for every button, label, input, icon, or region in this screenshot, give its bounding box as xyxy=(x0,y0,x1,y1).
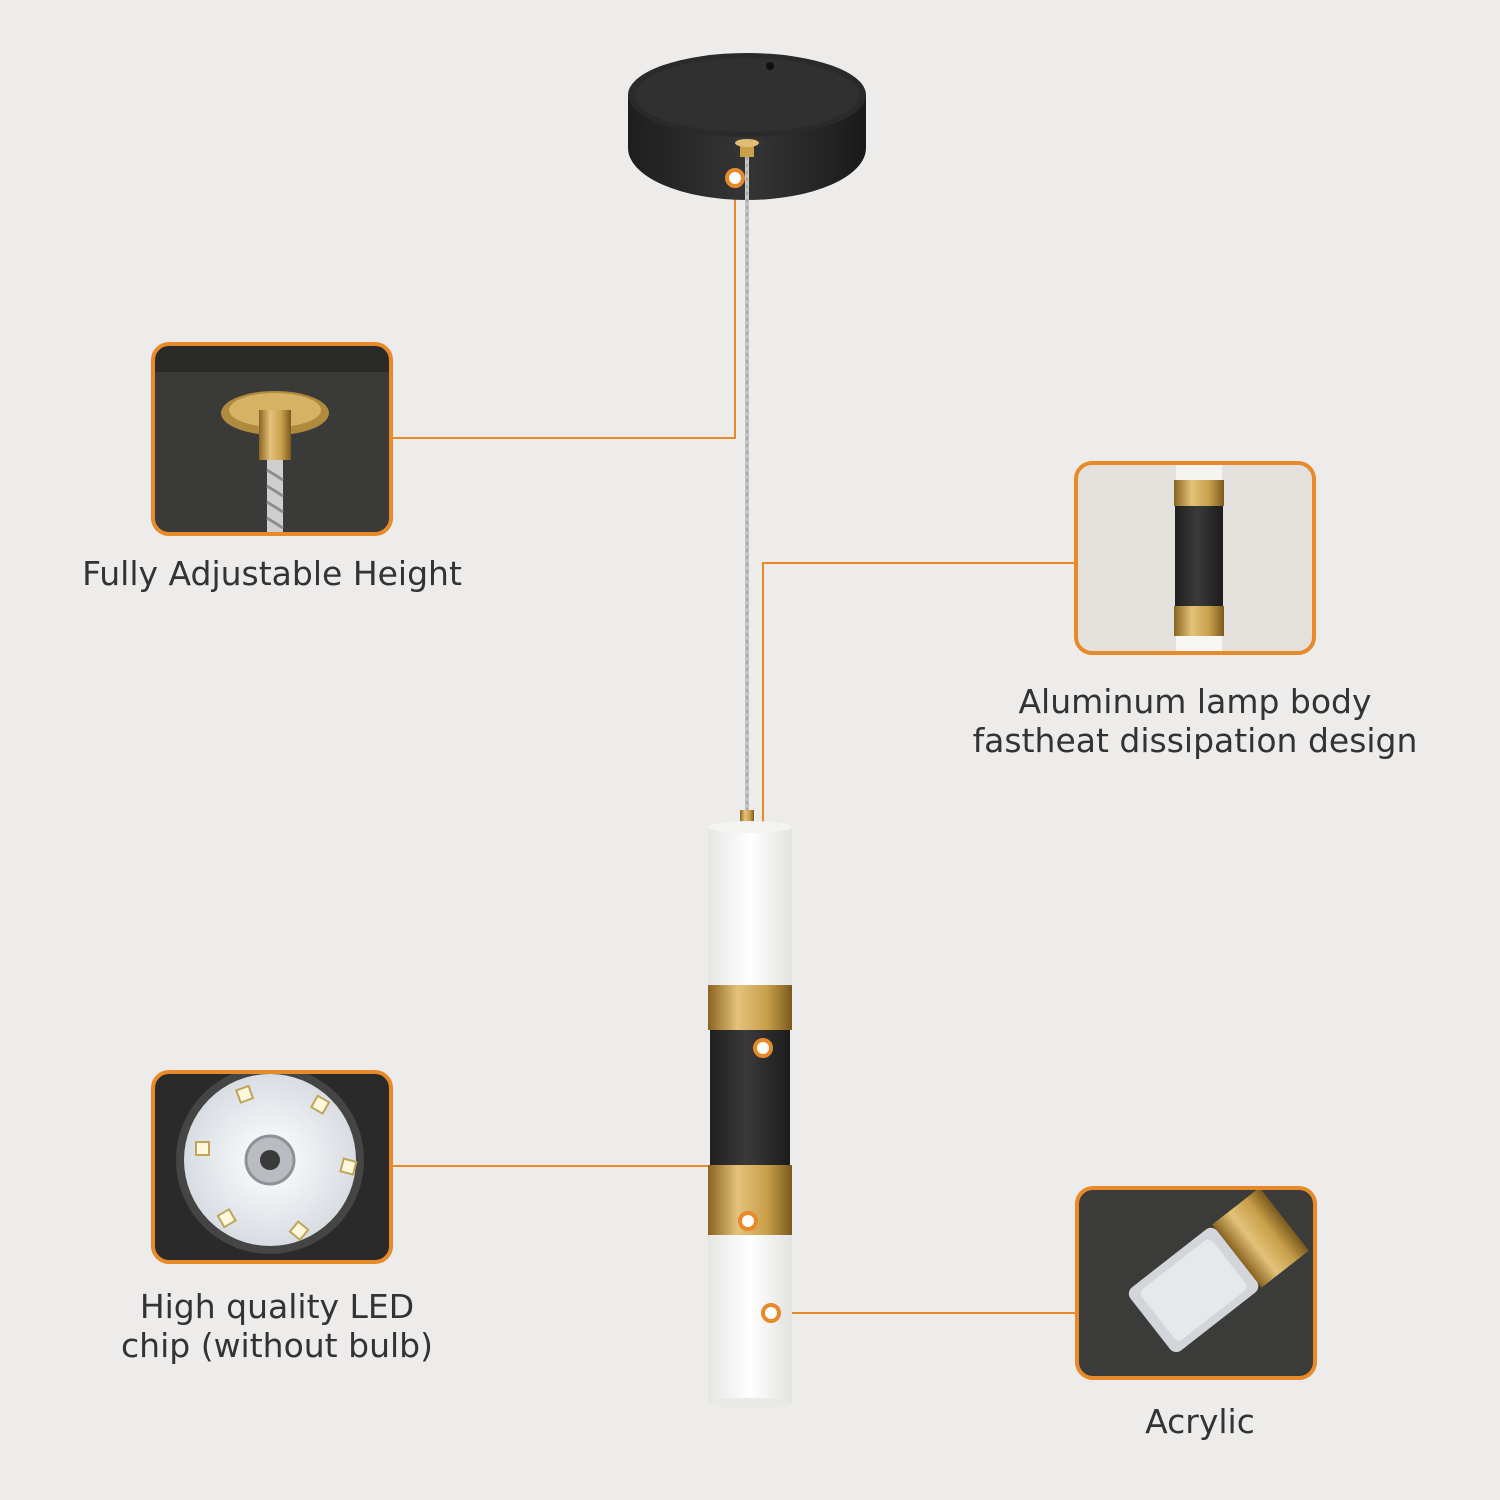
leader-line-height xyxy=(393,178,736,439)
marker-led xyxy=(738,1211,758,1231)
caption-led-line2: chip (without bulb) xyxy=(121,1326,433,1365)
caption-body-line2: fastheat dissipation design xyxy=(972,721,1418,760)
upper-acrylic-tube xyxy=(708,826,792,988)
caption-led-chip: High quality LED chip (without bulb) xyxy=(97,1287,457,1365)
detail-photo-led xyxy=(151,1070,393,1264)
marker-acrylic xyxy=(761,1303,781,1323)
leader-line-body xyxy=(762,562,1075,1048)
caption-acrylic: Acrylic xyxy=(1100,1402,1300,1441)
pendant-lamp xyxy=(628,53,866,1408)
detail-photo-acrylic xyxy=(1075,1186,1317,1380)
caption-body-line1: Aluminum lamp body xyxy=(1018,682,1372,721)
caption-acrylic-label: Acrylic xyxy=(1145,1402,1255,1441)
caption-led-line1: High quality LED xyxy=(139,1287,415,1326)
leader-line-led xyxy=(393,1165,749,1221)
caption-adjustable-height: Fully Adjustable Height xyxy=(72,554,472,593)
caption-height-label: Fully Adjustable Height xyxy=(82,554,462,593)
callout-markers xyxy=(725,168,781,1323)
brass-ring-top xyxy=(708,985,792,1030)
caption-aluminum-body: Aluminum lamp body fastheat dissipation … xyxy=(965,682,1425,760)
detail-photo-body xyxy=(1074,461,1316,655)
lower-acrylic-tube xyxy=(708,1235,792,1403)
detail-photo-height xyxy=(151,342,393,536)
marker-body xyxy=(753,1038,773,1058)
marker-height xyxy=(725,168,745,188)
ceiling-canopy xyxy=(628,53,866,200)
aluminum-body xyxy=(710,1030,790,1165)
